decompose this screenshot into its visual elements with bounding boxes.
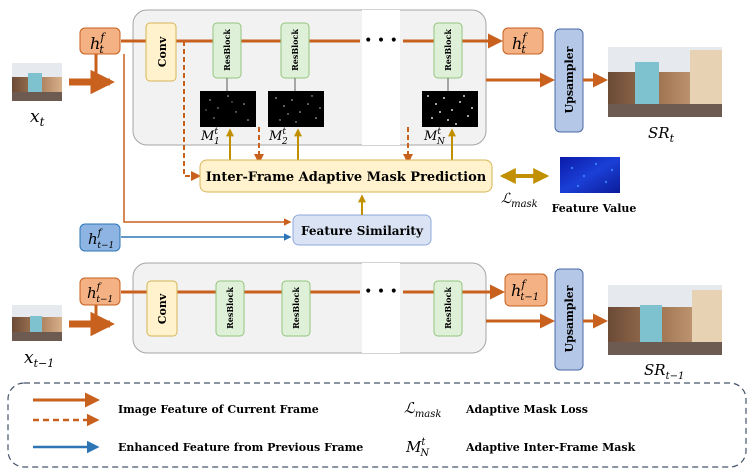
bottom-resblock-3: [433, 280, 463, 337]
bottom-resblock-3-label: ResBlock: [443, 287, 453, 329]
bottom-input-image: [12, 305, 62, 341]
top-upsampler-label: Upsampler: [563, 46, 576, 113]
bottom-resblock-1: [215, 280, 245, 337]
legend-item4-label: Adaptive Inter-Frame Mask: [465, 441, 636, 454]
top-resblock-3-label: ResBlock: [443, 29, 453, 71]
top-input-label: xt: [30, 107, 45, 129]
top-input-image: [12, 63, 62, 101]
amp-label: Inter-Frame Adaptive Mask Prediction: [206, 170, 487, 185]
feature-value-image: [560, 157, 620, 193]
loss-label: ℒmask: [501, 191, 538, 210]
legend-item2-label: Enhanced Feature from Previous Frame: [118, 441, 363, 454]
top-resblock-2-label: ResBlock: [290, 29, 300, 71]
top-dots: • • •: [364, 33, 398, 49]
mask-image-n: [422, 91, 478, 127]
top-resblock-1-label: ResBlock: [222, 29, 232, 71]
bottom-hidden-in-box: [79, 277, 121, 306]
feature-similarity-label: Feature Similarity: [301, 224, 424, 238]
top-panel-gap: [362, 10, 400, 145]
mask-image-2: [268, 91, 324, 127]
dashed-conv-to-amp: [183, 41, 201, 181]
bottom-resblock-2: [281, 280, 311, 337]
bottom-conv-label: Conv: [156, 293, 169, 324]
top-input-to-similarity: [123, 54, 292, 226]
legend-loss-symbol: ℒmask: [404, 399, 441, 420]
top-conv-label: Conv: [156, 36, 169, 67]
prev-hidden-box: [79, 223, 121, 252]
top-conv-block: [145, 22, 177, 82]
bottom-conv-block: [146, 280, 178, 337]
top-output-label: SRt: [648, 124, 675, 145]
bottom-input-label: xt−1: [24, 348, 54, 370]
legend-box: [7, 382, 747, 468]
amp-block: [199, 159, 493, 193]
legend-item3-label: Adaptive Mask Loss: [465, 403, 588, 416]
bottom-hidden-out-box: [504, 273, 548, 307]
bottom-output-label: SRt−1: [644, 361, 684, 382]
bottom-dots: • • •: [364, 284, 398, 300]
top-hidden-out-box: [502, 27, 544, 55]
bottom-resblock-1-label: ResBlock: [225, 287, 235, 329]
bottom-output-image: [608, 285, 722, 355]
bottom-resblock-2-label: ResBlock: [291, 287, 301, 329]
mask-image-1: [200, 91, 256, 127]
bottom-panel-gap: [362, 263, 400, 353]
legend-item1-label: Image Feature of Current Frame: [118, 403, 319, 416]
top-output-image: [608, 47, 722, 117]
top-hidden-in-box: [79, 27, 121, 55]
feature-value-label: Feature Value: [552, 202, 637, 215]
bottom-upsampler-label: Upsampler: [563, 285, 576, 352]
